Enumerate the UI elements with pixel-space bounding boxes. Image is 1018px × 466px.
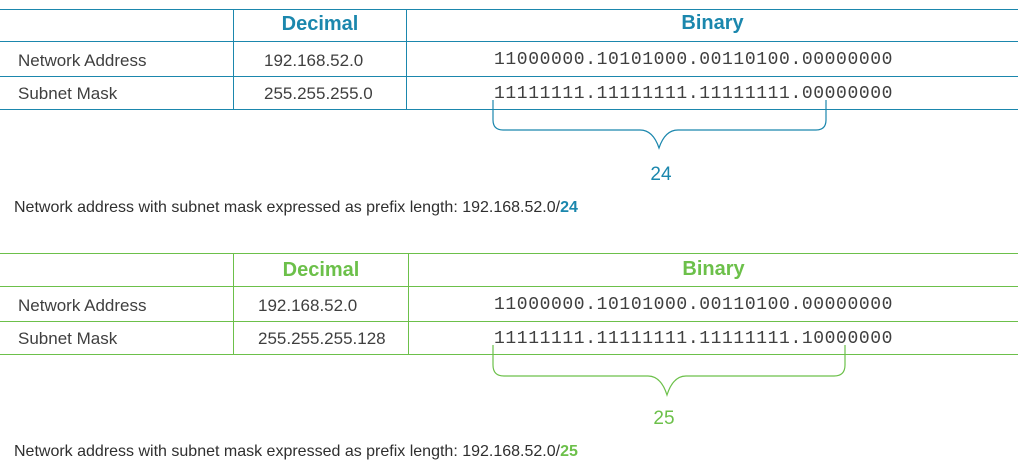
network-address-decimal: 192.168.52.0: [258, 296, 358, 315]
prefix-count-24: 24: [650, 164, 672, 185]
table-1-col-divider-1: [233, 9, 234, 109]
network-address-binary: 11000000.10101000.00110100.00000000: [494, 295, 894, 315]
table-2-header-binary: Binary: [682, 258, 745, 280]
table-1-row-rule: [0, 76, 1018, 77]
table-2-col-divider-2: [408, 253, 409, 354]
subnet-mask-decimal: 255.255.255.0: [264, 84, 373, 103]
table-1-header-rule: [0, 41, 1018, 42]
row-label-subnet-mask: Subnet Mask: [18, 84, 118, 103]
prefix-caption-1-text: Network address with subnet mask express…: [14, 199, 561, 216]
table-2-header-decimal: Decimal: [282, 259, 360, 281]
table-1-header-decimal: Decimal: [281, 13, 359, 35]
prefix-bracket-24: [492, 100, 827, 150]
row-label-network-address: Network Address: [18, 51, 147, 70]
table-1-top-rule: [0, 9, 1018, 10]
table-1-header-binary: Binary: [681, 12, 744, 34]
table-2-row-rule: [0, 321, 1018, 322]
network-address-decimal: 192.168.52.0: [264, 51, 364, 70]
prefix-bracket-25: [492, 345, 846, 397]
prefix-caption-1: Network address with subnet mask express…: [14, 199, 578, 217]
subnet-mask-decimal: 255.255.255.128: [258, 329, 386, 348]
prefix-count-25: 25: [653, 408, 675, 429]
prefix-caption-2-text: Network address with subnet mask express…: [14, 443, 561, 460]
table-2-bottom-rule: [0, 354, 1018, 355]
network-address-binary: 11000000.10101000.00110100.00000000: [494, 50, 894, 70]
table-2-col-divider-1: [233, 253, 234, 354]
subnet-mask-binary: 11111111.11111111.11111111.00000000: [494, 84, 894, 104]
prefix-caption-2-length: 25: [560, 443, 578, 460]
table-1-bottom-rule: [0, 109, 1018, 110]
subnet-mask-binary: 11111111.11111111.11111111.10000000: [494, 329, 894, 349]
table-2-header-rule: [0, 286, 1018, 287]
row-label-network-address: Network Address: [18, 296, 147, 315]
table-2-top-rule: [0, 253, 1018, 254]
prefix-caption-1-length: 24: [560, 199, 578, 216]
table-1-col-divider-2: [406, 9, 407, 109]
prefix-caption-2: Network address with subnet mask express…: [14, 443, 578, 461]
row-label-subnet-mask: Subnet Mask: [18, 329, 118, 348]
